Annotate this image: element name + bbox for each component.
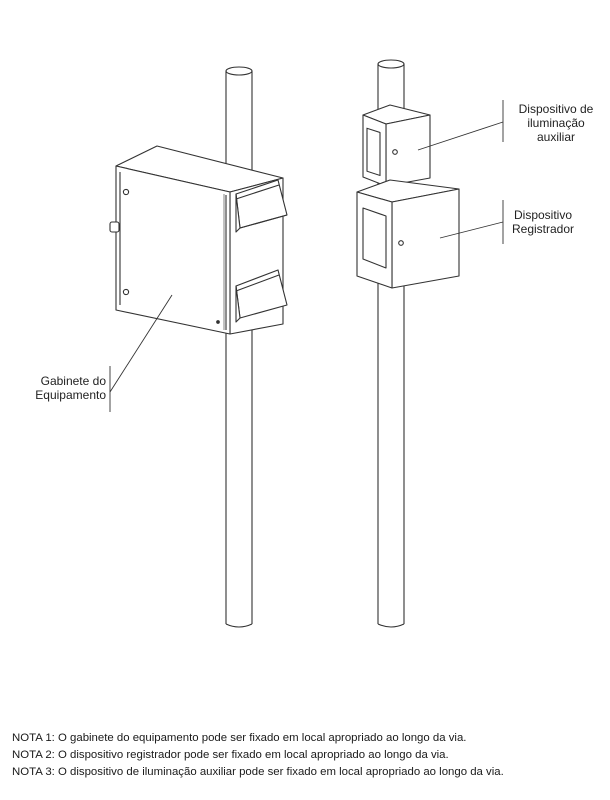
leader-lines [109, 100, 504, 412]
label-line: Dispositivo de [518, 102, 594, 116]
note-1: NOTA 1: O gabinete do equipamento pode s… [12, 732, 467, 744]
label-line: Registrador [511, 222, 575, 236]
label-line: Dispositivo [513, 208, 573, 222]
installation-drawing [109, 59, 504, 628]
left-pole [225, 66, 253, 628]
equipment-cabinet-label: Gabinete do Equipamento [28, 374, 106, 402]
registering-device-label: Dispositivo Registrador [508, 208, 578, 236]
note-2: NOTA 2: O dispositivo registrador pode s… [12, 749, 449, 761]
label-line: auxiliar [536, 130, 575, 144]
label-line: Gabinete do [40, 374, 106, 388]
auxiliary-lighting-device [362, 104, 431, 187]
label-line: Equipamento [35, 388, 106, 402]
auxiliary-lighting-label: Dispositivo de iluminação auxiliar [510, 102, 602, 144]
note-3: NOTA 3: O dispositivo de iluminação auxi… [12, 766, 504, 778]
equipment-cabinet [109, 145, 288, 335]
label-line: iluminação [527, 116, 585, 130]
registering-device [356, 179, 460, 289]
notes-block: NOTA 1: O gabinete do equipamento pode s… [12, 730, 504, 781]
